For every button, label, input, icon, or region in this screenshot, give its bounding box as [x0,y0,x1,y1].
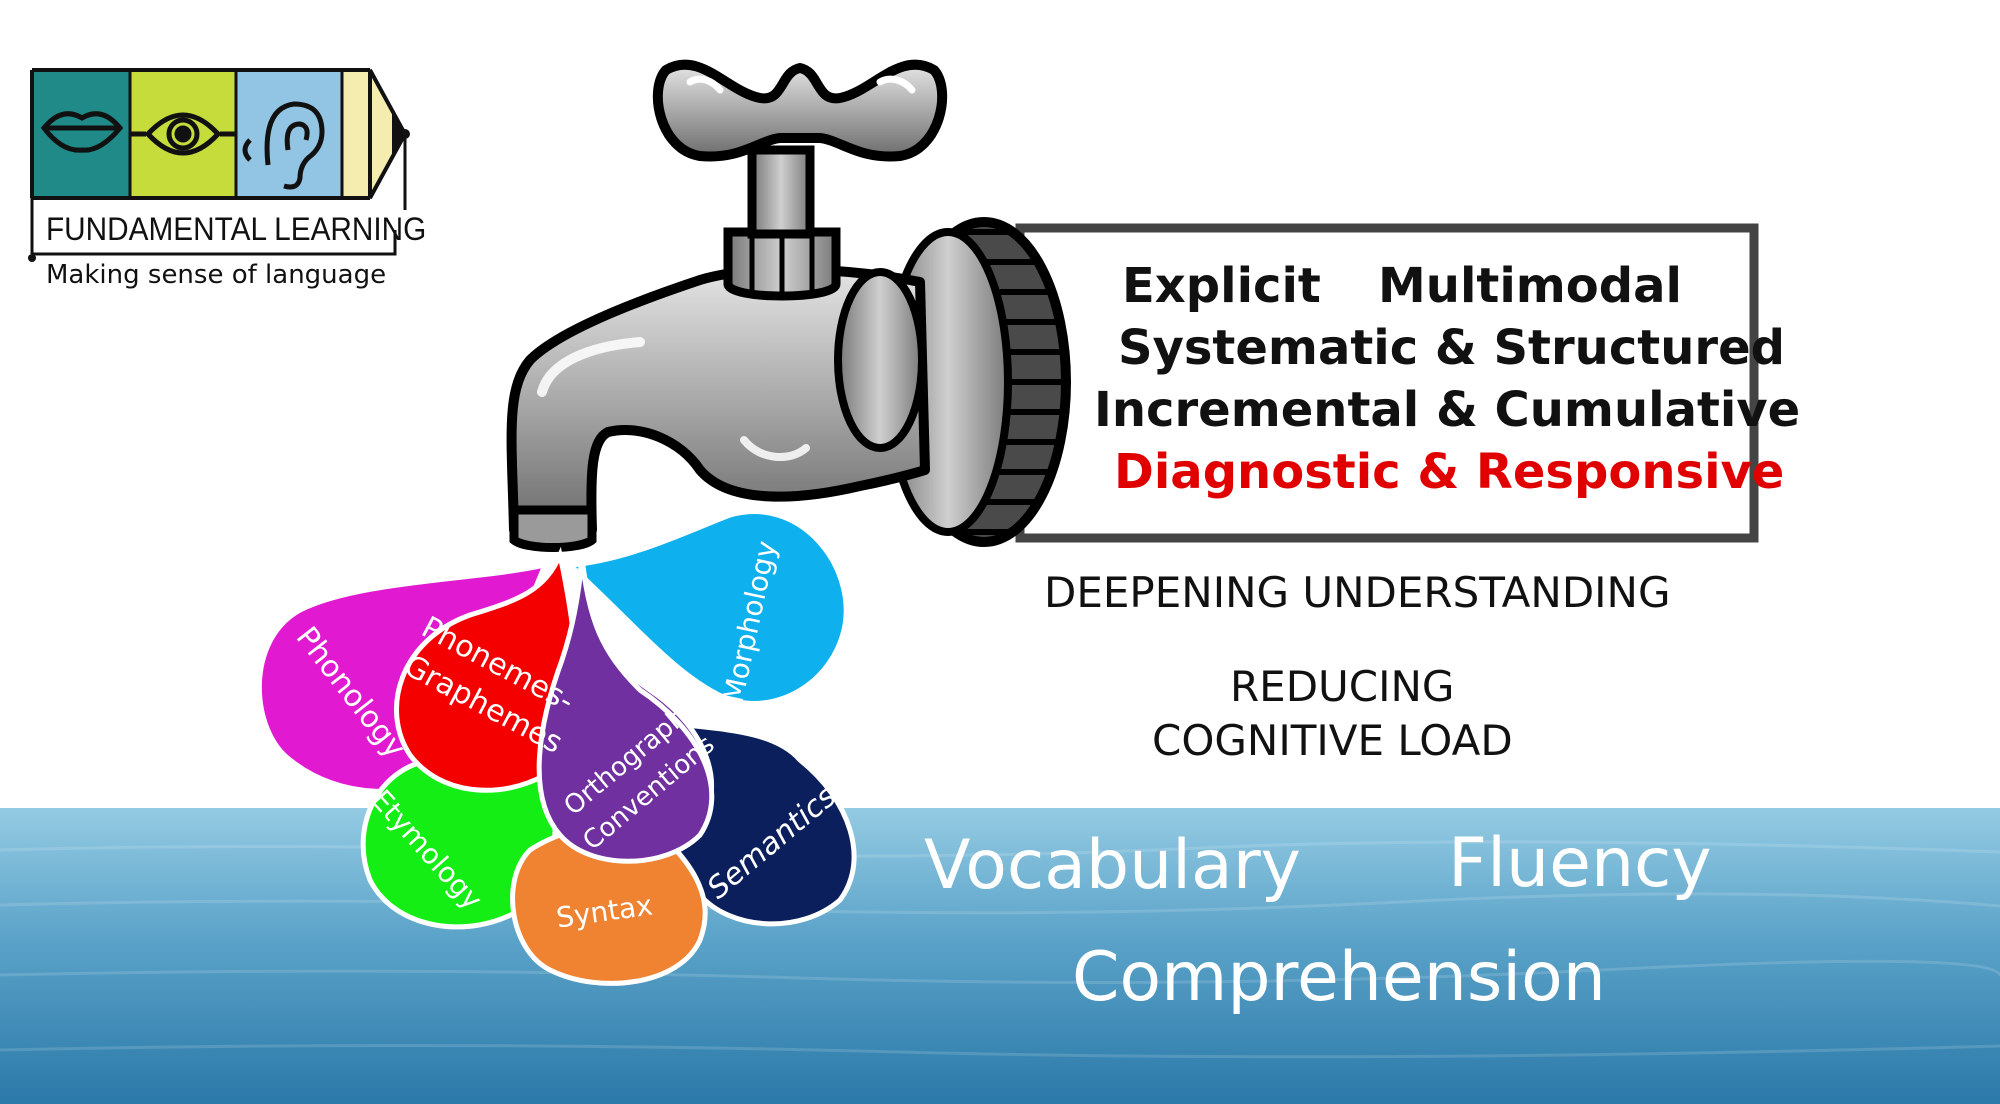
drop-morphology [564,509,849,706]
drop-orthographic-conventions [536,559,715,864]
logo-tagline: Making sense of language [46,260,387,290]
outcome-vocabulary: Vocabulary [924,826,1301,905]
quality-explicit: Explicit [1122,258,1321,314]
caption-reducing: REDUCING [1230,662,1455,711]
drops-cluster [256,509,857,986]
caption-cognitive-load: COGNITIVE LOAD [1152,716,1513,765]
caption-deepening: DEEPENING UNDERSTANDING [1044,568,1671,617]
qualities-box [1015,223,1759,543]
logo [28,68,410,262]
eye-icon [130,112,236,156]
mouth-icon [40,111,124,153]
ear-icon [242,101,325,190]
quality-systematic: Systematic & Structured [1118,320,1785,376]
outcome-fluency: Fluency [1448,824,1712,903]
outcome-comprehension: Comprehension [1072,938,1606,1017]
tap-illustration [506,59,1071,552]
quality-incremental: Incremental & Cumulative [1094,382,1801,438]
quality-diagnostic: Diagnostic & Responsive [1114,444,1785,500]
logo-name: FUNDAMENTAL LEARNING [46,211,427,247]
quality-multimodal: Multimodal [1378,258,1682,314]
water-background [0,808,2000,1104]
